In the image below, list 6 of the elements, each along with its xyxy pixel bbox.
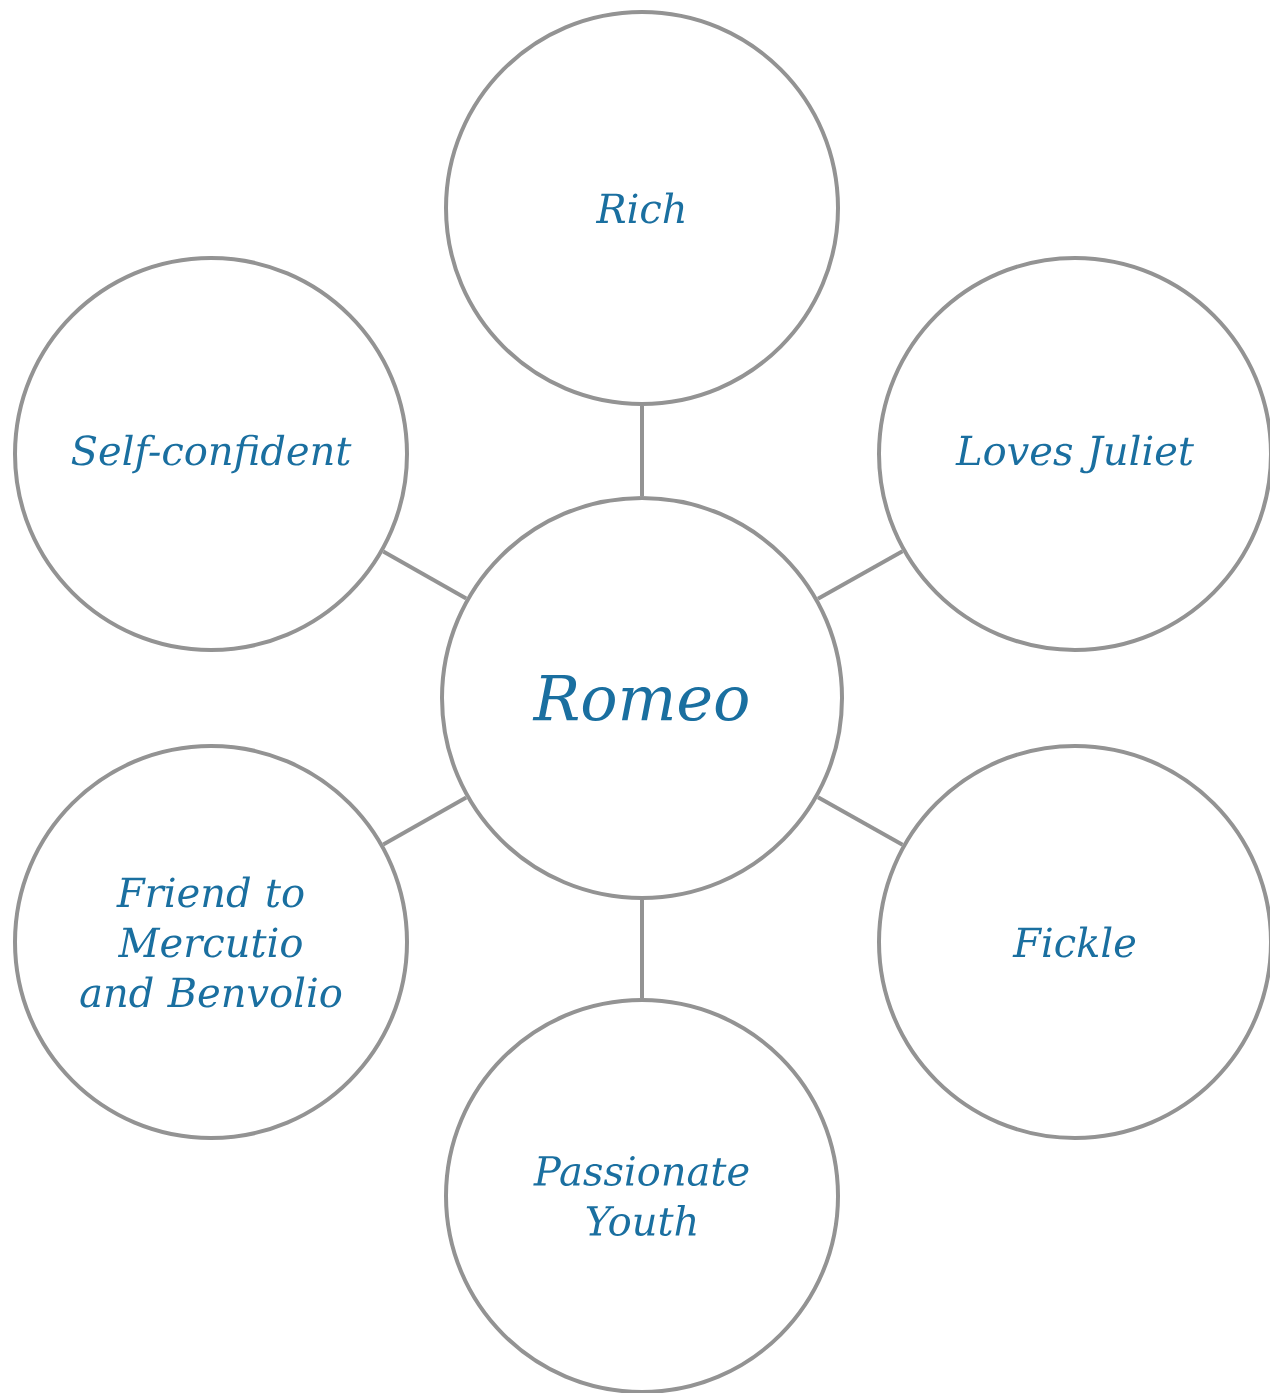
connector-line [817,549,904,601]
connector-line [817,795,904,847]
connector-line [382,795,468,847]
connector-line [640,900,644,998]
connector-line [382,549,468,601]
connector-line [640,406,644,496]
